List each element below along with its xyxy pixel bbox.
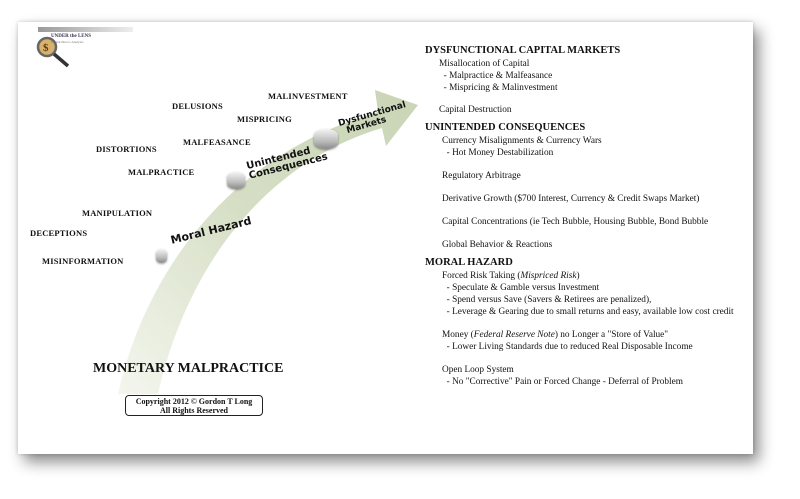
logo: $ UNDER the LENS Global Macro Analysis (34, 34, 91, 73)
list-line: Money (Federal Reserve Note) no Longer a… (442, 330, 669, 340)
keyword: MISPRICING (237, 114, 292, 124)
slide: $ UNDER the LENS Global Macro Analysis M… (18, 22, 753, 454)
list-line (425, 205, 734, 216)
consequences-list: DYSFUNCTIONAL CAPITAL MARKETS Misallocati… (425, 45, 734, 388)
keyword: DISTORTIONS (96, 144, 157, 154)
keyword: MALPRACTICE (128, 167, 195, 177)
keyword: DECEPTIONS (30, 228, 88, 238)
logo-name: UNDER the LENS (51, 34, 92, 39)
page-title: MONETARY MALPRACTICE (93, 361, 284, 376)
list-line (425, 353, 734, 364)
section-heading: MORAL HAZARD (425, 257, 513, 268)
list-line: - Malpractice & Malfeasance (439, 71, 553, 81)
keyword: MANIPULATION (82, 208, 153, 218)
list-line: - Speculate & Gamble versus Investment (442, 283, 600, 293)
keyword: DELUSIONS (172, 101, 223, 111)
list-line: - Hot Money Destabilization (442, 148, 554, 158)
list-line: Misallocation of Capital (439, 59, 530, 69)
section-heading: DYSFUNCTIONAL CAPITAL MARKETS (425, 45, 621, 56)
list-line: Forced Risk Taking (Mispriced Risk) (442, 271, 580, 281)
list-line: - Leverage & Gearing due to small return… (442, 307, 734, 317)
logo-tagline: Global Macro Analysis (51, 40, 84, 44)
svg-text:$: $ (43, 42, 49, 54)
list-line: Regulatory Arbitrage (442, 171, 521, 181)
list-line (425, 159, 734, 170)
list-line: Derivative Growth ($700 Interest, Curren… (442, 194, 700, 204)
keyword: MISINFORMATION (42, 256, 124, 266)
list-line: - Mispricing & Malinvestment (439, 83, 558, 93)
keyword: MALINVESTMENT (268, 91, 348, 101)
list-line: Global Behavior & Reactions (442, 240, 553, 250)
list-line: - No "Corrective" Pain or Forced Change … (442, 377, 683, 387)
logo-bar (38, 27, 133, 32)
list-line: - Spend versus Save (Savers & Retirees a… (442, 295, 652, 305)
list-line (425, 94, 734, 104)
list-line: Capital Destruction (439, 105, 512, 115)
list-line: Capital Concentrations (ie Tech Bubble, … (442, 217, 709, 227)
list-line: - Lower Living Standards due to reduced … (442, 342, 693, 352)
magnifier-icon: $ (36, 36, 70, 68)
list-line: Open Loop System (442, 365, 514, 375)
stage-marker (156, 249, 167, 263)
stage-marker (314, 129, 338, 149)
progress-arrow (118, 90, 418, 394)
section-heading: UNINTENDED CONSEQUENCES (425, 122, 586, 133)
keyword: MALFEASANCE (183, 137, 251, 147)
list-line (425, 182, 734, 193)
list-line (425, 318, 734, 329)
copyright-box: Copyright 2012 © Gordon T Long All Right… (125, 395, 263, 416)
list-line (425, 228, 734, 239)
list-line: Currency Misalignments & Currency Wars (442, 136, 602, 146)
stage-marker (227, 172, 245, 189)
